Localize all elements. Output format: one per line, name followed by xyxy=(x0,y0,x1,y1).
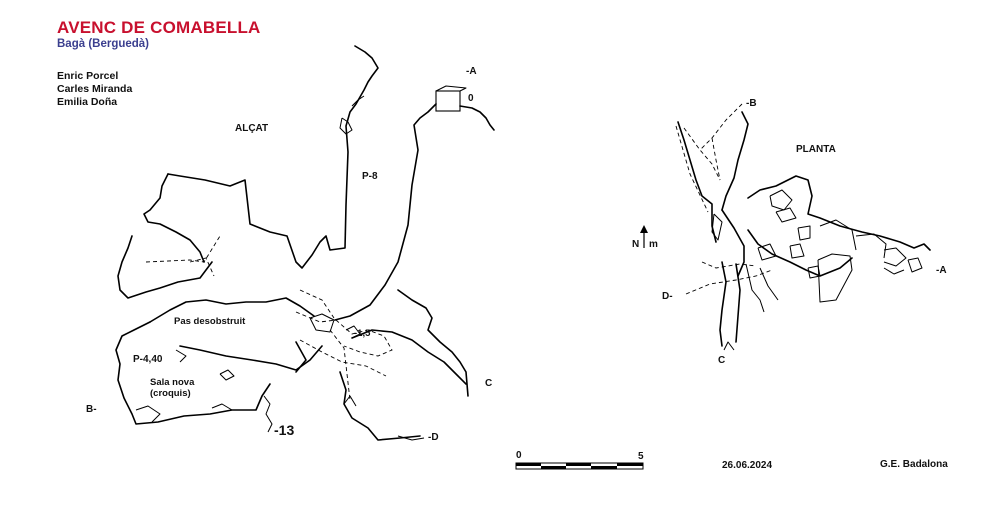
branch-d-wall xyxy=(339,371,421,441)
left-passage-link xyxy=(145,235,221,263)
plan-a-arc-2 xyxy=(855,233,887,259)
junction-dash-2 xyxy=(299,339,387,377)
junction-dash-3 xyxy=(299,289,335,319)
plan-title: PLANTA xyxy=(796,144,836,155)
plan-c-left-wall xyxy=(719,261,727,347)
sala-exit xyxy=(263,395,273,433)
branch-d-floor xyxy=(397,435,425,441)
plan-a-arc-1 xyxy=(819,219,857,251)
plan-label-section-d: D- xyxy=(662,291,673,302)
scale-seg-3 xyxy=(566,463,591,466)
junction-dash-4 xyxy=(329,329,351,401)
plan-a-end xyxy=(883,267,905,275)
scale-seg-4 xyxy=(591,466,617,469)
left-passage-wall xyxy=(117,235,213,299)
author-2: Carles Miranda xyxy=(57,83,133,95)
label-section-d: -D xyxy=(428,432,439,443)
sala-rock-1 xyxy=(135,405,161,423)
label-section-b: B- xyxy=(86,404,97,415)
surface-right xyxy=(459,105,495,131)
plan-rock-4 xyxy=(757,243,777,261)
scale-end-label: 5 xyxy=(638,451,644,462)
sala-rock-2 xyxy=(211,403,233,411)
plan-c-side-2 xyxy=(759,267,779,301)
left-chimney-wall xyxy=(143,173,205,263)
junction-rock xyxy=(309,313,335,333)
scale-start-label: 0 xyxy=(516,450,522,461)
plan-c-right-wall xyxy=(735,263,741,343)
plan-c-end xyxy=(723,341,735,351)
elevation-title: ALÇAT xyxy=(235,123,269,134)
label-croquis: (croquis) xyxy=(150,388,191,399)
scale-seg-5 xyxy=(617,463,643,466)
plan-rock-6 xyxy=(807,265,821,279)
plan-b-dash-4 xyxy=(675,125,709,213)
plan-section xyxy=(640,103,931,351)
label-pas-desobstruit: Pas desobstruit xyxy=(174,316,246,327)
branch-c-rock xyxy=(345,325,361,339)
label-depth-15: -1,5 xyxy=(354,328,371,339)
survey-title: AVENC DE COMABELLA xyxy=(57,18,261,37)
scale-seg-2 xyxy=(541,466,566,469)
branch-c-upper-wall xyxy=(397,289,469,397)
plan-rock-2 xyxy=(775,207,797,223)
sala-step xyxy=(175,349,187,363)
pas-passage-roof xyxy=(149,297,315,323)
label-max-depth: -13 xyxy=(274,422,295,438)
branch-c-lower-wall xyxy=(351,329,467,385)
plan-rock-7 xyxy=(711,213,723,241)
branch-d-rock xyxy=(343,395,357,407)
plan-a-rock xyxy=(883,247,907,267)
north-unit-label: m xyxy=(649,239,658,250)
plan-b-dash-2 xyxy=(699,103,743,151)
north-label: N xyxy=(632,239,640,250)
survey-date: 26.06.2024 xyxy=(722,460,773,471)
entrance-block xyxy=(435,90,461,112)
junction-wall-left xyxy=(295,341,307,373)
plan-rock-1 xyxy=(769,189,793,211)
plan-b-left-wall xyxy=(677,121,717,243)
plan-a-rock-2 xyxy=(907,257,923,273)
north-arrow-head xyxy=(640,225,648,233)
plan-center-lower-wall xyxy=(747,229,853,277)
plan-center-left-wall xyxy=(721,209,745,277)
upper-left-branch-wall xyxy=(167,45,379,269)
sala-rock-3 xyxy=(219,369,235,381)
survey-location: Bagà (Berguedà) xyxy=(57,38,150,50)
plan-label-section-b: -B xyxy=(746,98,757,109)
author-3: Emilia Doña xyxy=(57,96,118,108)
label-pit-p8: P-8 xyxy=(362,171,378,182)
survey-club: G.E. Badalona xyxy=(880,459,948,470)
plan-d-dash-2 xyxy=(701,261,757,269)
shaft-right-wall xyxy=(334,103,437,321)
elevation-section xyxy=(115,45,495,441)
plan-label-section-a: -A xyxy=(936,265,947,276)
plan-d-dash xyxy=(685,269,773,295)
label-section-c: C xyxy=(485,378,493,389)
author-1: Enric Porcel xyxy=(57,70,119,82)
plan-b-dash-1 xyxy=(683,127,721,181)
upper-rock xyxy=(339,117,353,135)
scale-seg-1 xyxy=(516,463,541,466)
plan-rock-5 xyxy=(789,243,805,259)
entrance-block-top xyxy=(435,85,467,92)
upper-ledge xyxy=(351,95,365,107)
label-sala-nova: Sala nova xyxy=(150,377,195,388)
plan-c-side-1 xyxy=(745,263,765,313)
plan-b-dash-3 xyxy=(711,137,721,181)
plan-label-section-c: C xyxy=(718,355,726,366)
plan-b-right-wall xyxy=(721,111,749,211)
label-entrance-a: -A xyxy=(466,66,477,77)
scale-bar xyxy=(515,462,644,470)
plan-rock-3 xyxy=(797,225,811,241)
plan-a-pit xyxy=(817,253,853,303)
plan-center-upper-wall xyxy=(747,175,931,251)
label-pit-p440: P-4,40 xyxy=(133,354,163,365)
left-dash-2 xyxy=(189,257,215,277)
sala-nova-wall xyxy=(115,321,271,425)
label-entrance-depth: 0 xyxy=(468,93,474,104)
pas-passage-floor xyxy=(179,345,323,371)
